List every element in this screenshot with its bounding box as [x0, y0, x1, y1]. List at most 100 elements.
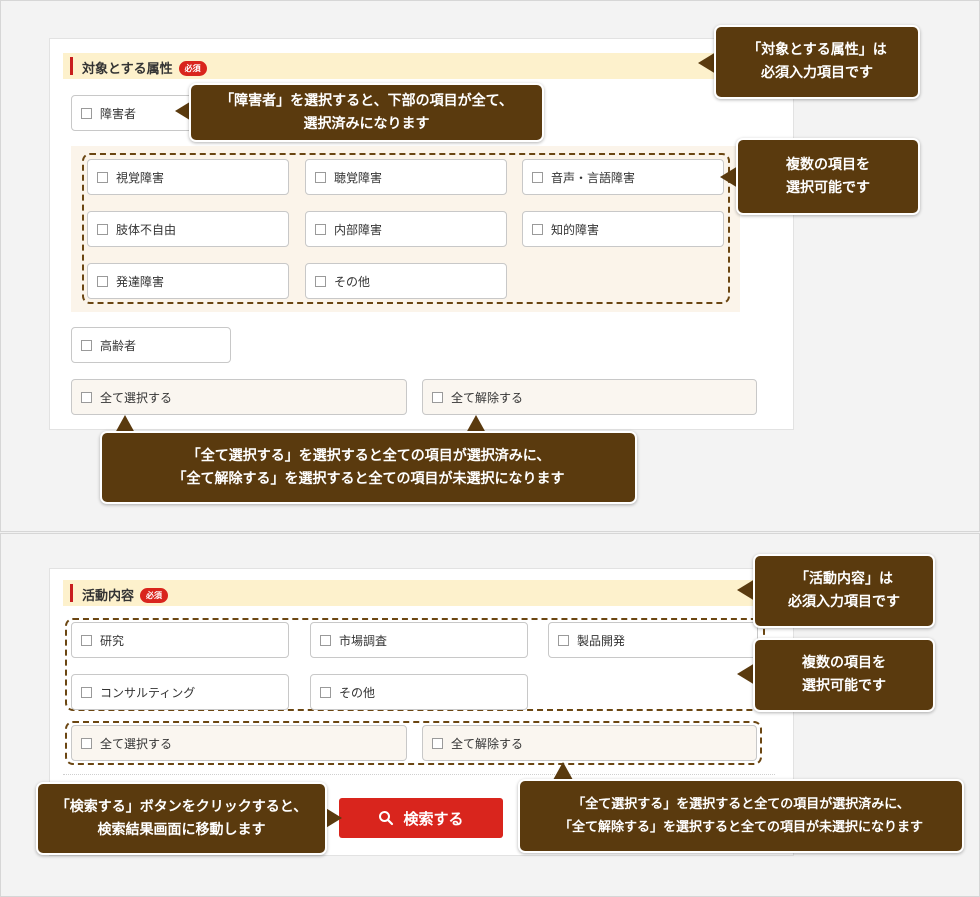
checkbox-consulting[interactable]: コンサルティング — [71, 674, 289, 710]
callout-line: 「全て選択する」を選択すると全ての項目が選択済みに、 — [572, 797, 910, 812]
checkbox-label: 研究 — [100, 633, 125, 648]
callout-search: 「検索する」ボタンをクリックすると、 検索結果画面に移動します — [36, 782, 327, 855]
field-title: 活動内容 — [82, 589, 135, 604]
callout-line: 検索結果画面に移動します — [97, 821, 266, 838]
checkbox-box[interactable] — [97, 275, 108, 287]
checkbox-label: その他 — [339, 685, 376, 700]
checkbox-visual[interactable]: 視覚障害 — [87, 159, 289, 195]
callout-line: 「全て解除する」を選択すると全ての項目が未選択になります — [558, 820, 923, 835]
required-badge: 必須 — [178, 61, 207, 76]
checkbox-research[interactable]: 研究 — [71, 622, 289, 658]
callout-select-all: 「全て選択する」を選択すると全ての項目が選択済みに、 「全て解除する」を選択する… — [100, 431, 637, 504]
divider — [63, 774, 775, 775]
header-accent-bar — [70, 57, 73, 75]
checkbox-label: 製品開発 — [577, 633, 626, 648]
header-accent-bar — [70, 584, 73, 602]
checkbox-label: その他 — [334, 274, 371, 289]
callout-pointer — [324, 807, 342, 829]
checkbox-box[interactable] — [81, 686, 92, 698]
checkbox-select-all[interactable]: 全て選択する — [71, 725, 407, 761]
callout-pointer — [466, 415, 486, 433]
callout-line: 必須入力項目です — [761, 65, 873, 81]
checkbox-box[interactable] — [81, 391, 92, 403]
checkbox-box[interactable] — [81, 634, 92, 646]
checkbox-box[interactable] — [320, 686, 331, 698]
required-badge: 必須 — [140, 588, 169, 603]
checkbox-box[interactable] — [315, 171, 326, 183]
checkbox-box[interactable] — [315, 223, 326, 235]
callout-disability: 「障害者」を選択すると、下部の項目が全て、 選択済みになります — [189, 83, 544, 142]
checkbox-box[interactable] — [558, 634, 569, 646]
checkbox-box[interactable] — [81, 339, 92, 351]
checkbox-other[interactable]: その他 — [305, 263, 507, 299]
callout-select-all: 「全て選択する」を選択すると全ての項目が選択済みに、 「全て解除する」を選択する… — [518, 779, 964, 853]
callout-line: 複数の項目を — [786, 156, 870, 173]
callout-line: 選択済みになります — [303, 115, 430, 132]
checkbox-label: 高齢者 — [100, 338, 137, 353]
checkbox-box[interactable] — [320, 634, 331, 646]
field-header: 活動内容必須 — [63, 580, 773, 606]
callout-line: 選択可能です — [786, 179, 870, 196]
callout-required: 「対象とする属性」は 必須入力項目です — [714, 25, 920, 99]
checkbox-internal[interactable]: 内部障害 — [305, 211, 507, 247]
field-title: 対象とする属性 — [82, 62, 173, 77]
callout-line: 「対象とする属性」は — [747, 42, 887, 58]
callout-multiple: 複数の項目を 選択可能です — [736, 138, 920, 215]
callout-line: 複数の項目を — [802, 655, 886, 671]
callout-pointer — [737, 663, 755, 685]
callout-pointer — [115, 415, 135, 433]
checkbox-box[interactable] — [97, 171, 108, 183]
checkbox-intellectual[interactable]: 知的障害 — [522, 211, 724, 247]
section-target-attributes: 対象とする属性必須 障害者 視覚障害 聴覚障害 音声・言語障害 肢体不自由 内部… — [0, 0, 980, 532]
callout-pointer — [698, 52, 716, 74]
checkbox-box[interactable] — [532, 171, 543, 183]
callout-pointer — [720, 166, 738, 188]
checkbox-other[interactable]: その他 — [310, 674, 528, 710]
checkbox-deselect-all[interactable]: 全て解除する — [422, 725, 757, 761]
search-icon — [379, 811, 394, 826]
checkbox-product-dev[interactable]: 製品開発 — [548, 622, 758, 658]
checkbox-label: 市場調査 — [339, 633, 388, 648]
callout-pointer — [175, 100, 193, 122]
callout-line: 必須入力項目です — [788, 594, 900, 610]
checkbox-box[interactable] — [432, 737, 443, 749]
checkbox-hearing[interactable]: 聴覚障害 — [305, 159, 507, 195]
checkbox-label: 全て解除する — [451, 390, 524, 405]
callout-multiple: 複数の項目を 選択可能です — [753, 638, 935, 712]
search-button[interactable]: 検索する — [339, 798, 503, 838]
checkbox-box[interactable] — [315, 275, 326, 287]
checkbox-box[interactable] — [532, 223, 543, 235]
checkbox-box[interactable] — [81, 107, 92, 119]
checkbox-label: 視覚障害 — [116, 170, 165, 185]
callout-line: 「検索する」ボタンをクリックすると、 — [55, 798, 308, 815]
callout-pointer — [553, 762, 573, 780]
checkbox-elderly[interactable]: 高齢者 — [71, 327, 231, 363]
checkbox-speech[interactable]: 音声・言語障害 — [522, 159, 724, 195]
checkbox-label: 障害者 — [100, 106, 137, 121]
checkbox-physical[interactable]: 肢体不自由 — [87, 211, 289, 247]
disability-subgroup-border — [82, 153, 730, 304]
checkbox-label: 発達障害 — [116, 274, 165, 289]
section-activity: 活動内容必須 研究 市場調査 製品開発 コンサルティング その他 全て選択する … — [0, 533, 980, 897]
checkbox-box[interactable] — [97, 223, 108, 235]
checkbox-box[interactable] — [432, 391, 443, 403]
checkbox-select-all[interactable]: 全て選択する — [71, 379, 407, 415]
select-all-group-border — [65, 721, 762, 765]
checkbox-deselect-all[interactable]: 全て解除する — [422, 379, 757, 415]
checkbox-label: 肢体不自由 — [116, 222, 177, 237]
checkbox-label: 全て選択する — [100, 736, 173, 751]
search-button-label: 検索する — [403, 809, 464, 828]
callout-line: 「障害者」を選択すると、下部の項目が全て、 — [220, 92, 513, 109]
checkbox-market-research[interactable]: 市場調査 — [310, 622, 528, 658]
checkbox-label: 全て選択する — [100, 390, 173, 405]
checkbox-developmental[interactable]: 発達障害 — [87, 263, 289, 299]
field-header: 対象とする属性必須 — [63, 53, 773, 79]
callout-required: 「活動内容」は 必須入力項目です — [753, 554, 935, 628]
callout-line: 「全て選択する」を選択すると全ての項目が選択済みに、 — [186, 447, 551, 464]
checkbox-label: 音声・言語障害 — [551, 170, 636, 185]
checkbox-label: 内部障害 — [334, 222, 383, 237]
callout-line: 「全て解除する」を選択すると全ての項目が未選択になります — [172, 470, 565, 487]
checkbox-box[interactable] — [81, 737, 92, 749]
checkbox-label: 知的障害 — [551, 222, 600, 237]
callout-pointer — [737, 579, 755, 601]
